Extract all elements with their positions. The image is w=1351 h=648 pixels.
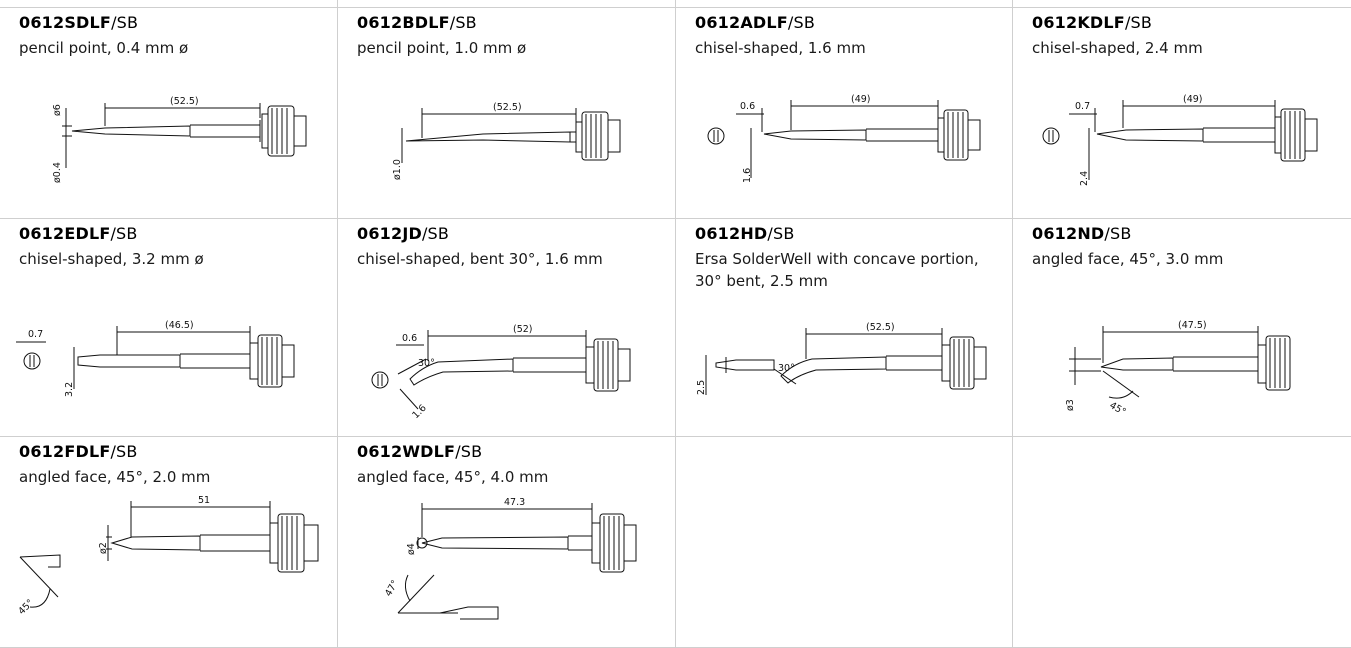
svg-text:ø2: ø2 <box>98 542 109 554</box>
tip-code: 0612ADLF/SB <box>695 13 816 32</box>
svg-text:51: 51 <box>198 495 210 506</box>
tip-code: 0612SDLF/SB <box>19 13 139 32</box>
tip-code: 0612EDLF/SB <box>19 224 138 243</box>
svg-text:(52.5): (52.5) <box>493 102 522 113</box>
tip-drawing: (49) 0.7 2.4 <box>1042 94 1318 186</box>
svg-text:(47.5): (47.5) <box>1178 320 1207 331</box>
tip-code: 0612WDLF/SB <box>357 442 483 461</box>
tip-description: pencil point, 1.0 mm ø <box>357 39 527 57</box>
tip-card: 0612BDLF/SB pencil point, 1.0 mm ø (52.5… <box>338 8 676 219</box>
svg-text:ø6: ø6 <box>52 104 63 116</box>
tip-grid: 0612SDLF/SB pencil point, 0.4 mm ø (52.5 <box>0 8 1351 648</box>
tip-drawing: 51 ø2 45° <box>16 495 319 617</box>
tip-description: pencil point, 0.4 mm ø <box>19 39 189 57</box>
svg-text:2.5: 2.5 <box>696 380 707 395</box>
empty-cell <box>1013 437 1351 648</box>
tip-drawing: (52.5) ø6 ø0.4 <box>52 96 307 183</box>
tip-drawing: (47.5) ø3 45° <box>1065 320 1291 418</box>
svg-text:(52.5): (52.5) <box>170 96 199 107</box>
tip-code: 0612HD/SB <box>695 224 795 243</box>
tip-code: 0612KDLF/SB <box>1032 13 1153 32</box>
svg-text:ø1.0: ø1.0 <box>392 159 403 180</box>
svg-text:0.6: 0.6 <box>740 101 755 112</box>
svg-text:0.7: 0.7 <box>1075 101 1090 112</box>
tip-description: chisel-shaped, 3.2 mm ø <box>19 250 204 268</box>
svg-text:ø4: ø4 <box>406 543 417 555</box>
svg-text:ø0.4: ø0.4 <box>52 162 63 183</box>
tip-card: 0612ND/SB angled face, 45°, 3.0 mm <box>1013 219 1351 437</box>
tip-description: chisel-shaped, bent 30°, 1.6 mm <box>357 250 603 268</box>
svg-text:0.6: 0.6 <box>402 333 417 344</box>
top-rule <box>0 0 1351 8</box>
svg-text:(52.5): (52.5) <box>866 322 895 333</box>
svg-text:45°: 45° <box>16 597 36 617</box>
svg-text:(49): (49) <box>1183 94 1203 105</box>
svg-text:30°: 30° <box>418 358 435 369</box>
tip-description: angled face, 45°, 2.0 mm <box>19 468 211 486</box>
empty-cell <box>676 437 1013 648</box>
tip-card: 0612WDLF/SB angled face, 45°, 4.0 mm <box>338 437 676 648</box>
tip-card: 0612FDLF/SB angled face, 45°, 2.0 mm <box>0 437 338 648</box>
svg-text:30°: 30° <box>778 363 795 374</box>
tip-card: 0612EDLF/SB chisel-shaped, 3.2 mm ø <box>0 219 338 437</box>
svg-text:1.6: 1.6 <box>742 168 753 183</box>
svg-text:3.2: 3.2 <box>64 382 75 397</box>
tip-description: chisel-shaped, 1.6 mm <box>695 39 866 57</box>
tip-code: 0612BDLF/SB <box>357 13 477 32</box>
tip-description: Ersa SolderWell with concave portion, 30… <box>695 250 979 290</box>
tip-drawing: 47.3 ø4 47° <box>383 497 637 620</box>
tip-description: chisel-shaped, 2.4 mm <box>1032 39 1203 57</box>
svg-text:47°: 47° <box>383 578 401 598</box>
tip-code: 0612ND/SB <box>1032 224 1132 243</box>
tip-drawing: (52.5) 2.5 30° <box>696 322 987 395</box>
svg-text:2.4: 2.4 <box>1079 171 1090 186</box>
tip-description: angled face, 45°, 3.0 mm <box>1032 250 1224 268</box>
tip-code: 0612FDLF/SB <box>19 442 138 461</box>
svg-text:(46.5): (46.5) <box>165 320 194 331</box>
svg-text:(49): (49) <box>851 94 871 105</box>
tip-card: 0612SDLF/SB pencil point, 0.4 mm ø (52.5 <box>0 8 338 219</box>
tip-drawing: (52) 0.6 30° 1.6 <box>371 324 631 421</box>
tip-description: angled face, 45°, 4.0 mm <box>357 468 549 486</box>
tip-code: 0612JD/SB <box>357 224 450 243</box>
svg-text:ø3: ø3 <box>1065 399 1076 411</box>
tip-drawing: (49) 0.6 1.6 <box>707 94 981 183</box>
svg-text:47.3: 47.3 <box>504 497 525 508</box>
tip-card: 0612HD/SB Ersa SolderWell with concave p… <box>676 219 1013 437</box>
tip-card: 0612ADLF/SB chisel-shaped, 1.6 mm <box>676 8 1013 219</box>
svg-text:0.7: 0.7 <box>28 329 43 340</box>
svg-text:45°: 45° <box>1108 400 1128 418</box>
svg-text:(52): (52) <box>513 324 533 335</box>
tip-drawing: (52.5) ø1.0 <box>392 102 621 180</box>
svg-text:1.6: 1.6 <box>410 403 428 421</box>
tip-drawing: (46.5) 0.7 3.2 <box>16 320 295 397</box>
tip-card: 0612JD/SB chisel-shaped, bent 30°, 1.6 m… <box>338 219 676 437</box>
tip-card: 0612KDLF/SB chisel-shaped, 2.4 mm <box>1013 8 1351 219</box>
